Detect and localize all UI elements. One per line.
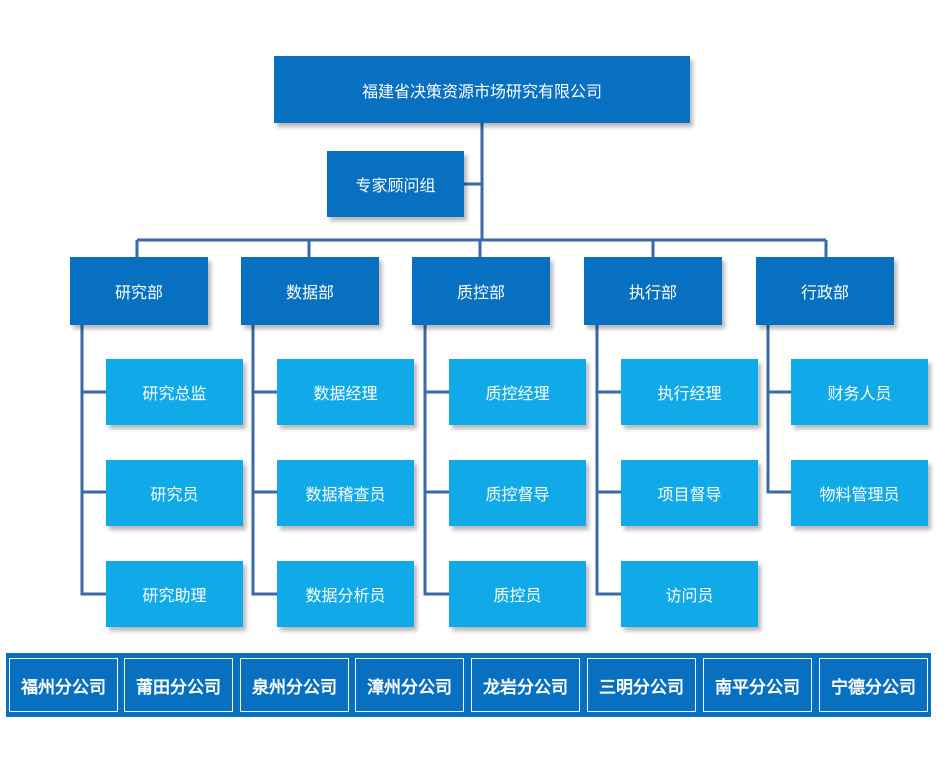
role-box: 质控督导 — [449, 460, 586, 526]
dept2-spine — [251, 325, 277, 596]
branch-box: 泉州分公司 — [238, 656, 351, 714]
role-box: 访问员 — [621, 561, 758, 627]
branch-box: 莆田分公司 — [122, 656, 235, 714]
role-box: 质控经理 — [449, 359, 586, 425]
department-research: 研究部 — [70, 257, 208, 325]
role-box: 质控员 — [449, 561, 586, 627]
dept3-spine — [423, 325, 449, 596]
role-box: 数据稽查员 — [277, 460, 414, 526]
company-root-box: 福建省决策资源市场研究有限公司 — [274, 56, 690, 123]
role-box: 研究助理 — [106, 561, 243, 627]
role-box: 财务人员 — [791, 359, 928, 425]
department-admin: 行政部 — [756, 257, 894, 325]
branch-box: 福州分公司 — [7, 656, 120, 714]
role-box: 执行经理 — [621, 359, 758, 425]
role-box: 物料管理员 — [791, 460, 928, 526]
dept1-spine — [80, 325, 106, 596]
branch-box: 宁德分公司 — [817, 656, 930, 714]
department-data: 数据部 — [241, 257, 379, 325]
branch-box: 龙岩分公司 — [469, 656, 582, 714]
expert-group-box: 专家顾问组 — [327, 151, 464, 217]
role-box: 数据经理 — [277, 359, 414, 425]
role-box: 项目督导 — [621, 460, 758, 526]
dept4-spine — [595, 325, 621, 596]
branch-box: 三明分公司 — [585, 656, 698, 714]
branch-box: 南平分公司 — [701, 656, 814, 714]
department-execution: 执行部 — [584, 257, 722, 325]
dept5-spine — [766, 325, 791, 494]
role-box: 研究总监 — [106, 359, 243, 425]
role-box: 数据分析员 — [277, 561, 414, 627]
branch-box: 漳州分公司 — [353, 656, 466, 714]
role-box: 研究员 — [106, 460, 243, 526]
department-quality: 质控部 — [412, 257, 550, 325]
